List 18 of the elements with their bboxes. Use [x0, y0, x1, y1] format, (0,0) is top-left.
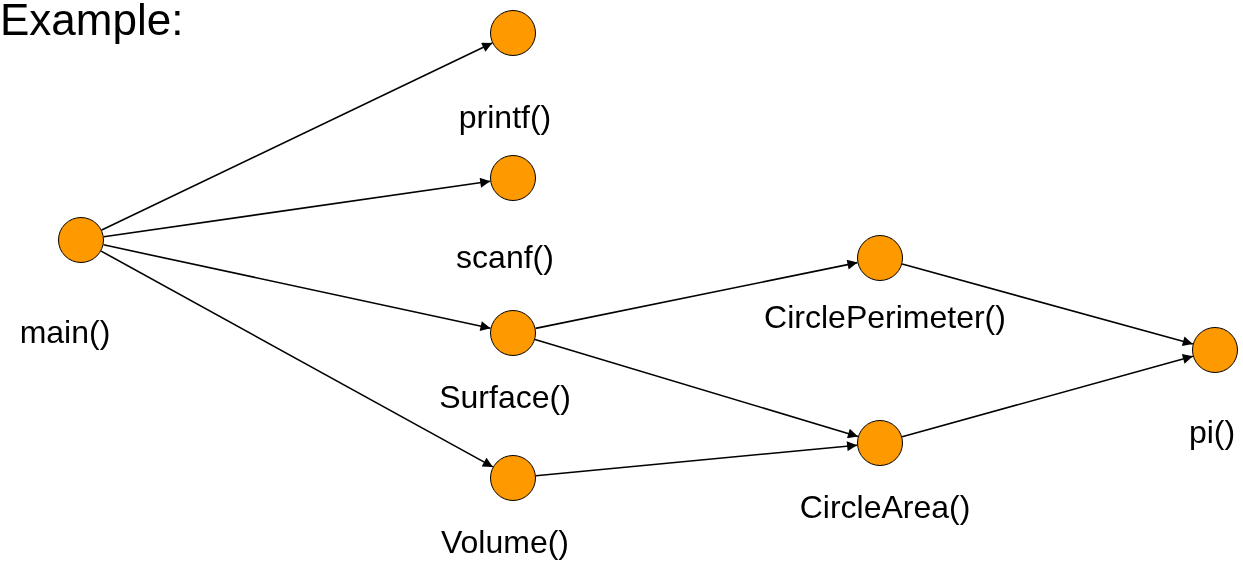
arrow	[534, 338, 859, 439]
node-label: printf()	[458, 100, 552, 136]
node-label: CircleArea()	[799, 490, 971, 526]
node-label: main()	[19, 315, 111, 351]
title: Example:	[0, 0, 184, 45]
arrow	[535, 441, 858, 477]
arrow	[102, 177, 492, 238]
arrow	[534, 259, 859, 330]
arrow	[901, 354, 1194, 438]
arrow	[100, 42, 494, 231]
node-label: scanf()	[456, 240, 554, 276]
arrow	[901, 263, 1194, 347]
node-label: CirclePerimeter()	[764, 300, 1006, 336]
node-label: Volume()	[440, 525, 569, 561]
node-label: pi()	[1188, 415, 1236, 451]
node-label: Surface()	[439, 380, 571, 416]
arrow	[102, 244, 492, 331]
arrow	[100, 250, 494, 468]
